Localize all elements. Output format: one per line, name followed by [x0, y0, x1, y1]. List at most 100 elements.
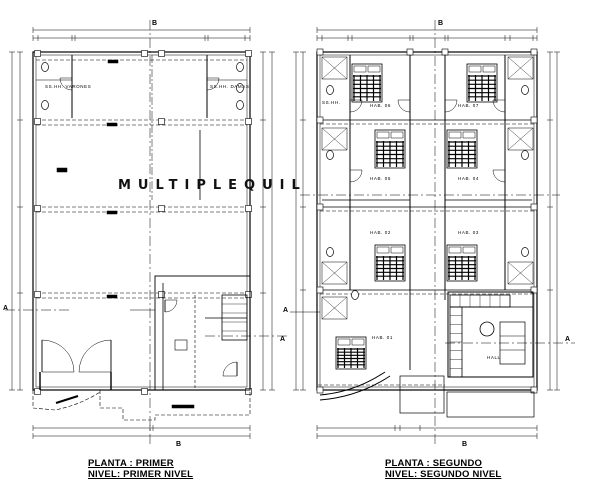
shower-x: [321, 296, 348, 320]
door-swing: [59, 77, 73, 91]
column: [158, 291, 165, 298]
door-swing: [164, 299, 178, 313]
column: [245, 205, 252, 212]
shower: [507, 261, 534, 285]
toilet-icon: [521, 150, 529, 160]
beam-tag: [107, 59, 119, 64]
stair-up: [174, 339, 188, 351]
column: [158, 118, 165, 125]
column: [141, 50, 148, 57]
shower: [321, 296, 348, 320]
door-swing: [222, 361, 238, 377]
door-swing: [78, 339, 112, 373]
pillow: [376, 246, 390, 254]
door-swing: [349, 99, 363, 113]
outer-wall: [32, 51, 251, 391]
inner-wall: [35, 54, 248, 388]
room-label-ss-hh: SS.HH.: [322, 100, 341, 105]
room-label-hab-02: HAB. 02: [370, 230, 391, 235]
room-label-hab-06: HAB. 06: [370, 103, 391, 108]
door-swing: [492, 169, 506, 183]
section-marker-b-top-left: B: [152, 20, 157, 27]
column: [34, 291, 41, 298]
column: [530, 48, 538, 56]
pillow: [367, 65, 381, 73]
room-label-hab-03: HAB. 03: [458, 230, 479, 235]
toilet-icon: [326, 247, 334, 257]
shower: [321, 127, 348, 151]
column: [316, 116, 324, 124]
column: [530, 286, 538, 294]
shower: [507, 127, 534, 151]
section-marker-b-bottom-right: B: [462, 441, 467, 448]
column: [406, 48, 414, 56]
shower: [507, 56, 534, 80]
column: [245, 118, 252, 125]
section-marker-a-left: A: [3, 305, 8, 312]
room-label-hab-05: HAB. 05: [370, 176, 391, 181]
section-marker-b-top-right: B: [438, 20, 443, 27]
beam-tag: [106, 294, 118, 299]
plan-title-first: PLANTA : PRIMER: [88, 458, 174, 469]
room-label-hall: HALL: [487, 355, 501, 360]
balcony-curve: [319, 371, 391, 401]
toilet-icon: [351, 290, 359, 300]
hall-room: [447, 291, 534, 378]
column: [530, 116, 538, 124]
pillow: [482, 65, 496, 73]
pillow: [448, 131, 462, 139]
terrace: [446, 391, 535, 418]
section-marker-a-right: A: [565, 336, 570, 343]
pillow: [448, 246, 462, 254]
shower-x: [321, 56, 348, 80]
shower-x: [321, 261, 348, 285]
stair-room: [154, 275, 251, 391]
pillow: [462, 246, 476, 254]
toilet-icon: [236, 83, 244, 93]
column: [141, 388, 148, 395]
toilet-icon: [236, 100, 244, 110]
shower: [321, 261, 348, 285]
stair: [221, 294, 248, 341]
balcony: [399, 375, 445, 414]
section-marker-b-bottom-left: B: [176, 441, 181, 448]
door-swing: [397, 99, 411, 113]
plan-level-first: NIVEL: PRIMER NIVEL: [88, 469, 194, 480]
plan-title-second: PLANTA : SEGUNDO: [385, 458, 483, 469]
toilet-icon: [326, 150, 334, 160]
toilet-icon: [326, 85, 334, 95]
room-label-hab-07: HAB. 07: [458, 103, 479, 108]
column: [245, 388, 252, 395]
pillow: [351, 338, 365, 346]
column: [441, 48, 449, 56]
room-label-ss-hh-damas: SS.HH. DAMAS: [210, 84, 249, 89]
column: [34, 50, 41, 57]
pillow: [390, 246, 404, 254]
column: [316, 48, 324, 56]
pillow: [353, 65, 367, 73]
column: [158, 50, 165, 57]
plan-second-floor: [290, 20, 575, 445]
column: [316, 386, 324, 394]
plant-icon: [479, 321, 495, 337]
beam-tag: [56, 167, 68, 173]
column: [530, 203, 538, 211]
toilet-icon: [41, 100, 49, 110]
pillow: [462, 131, 476, 139]
outer-wall: [316, 51, 538, 391]
shower-x: [507, 127, 534, 151]
column: [245, 291, 252, 298]
shower-x: [507, 261, 534, 285]
column: [34, 118, 41, 125]
beam-tag: [106, 210, 118, 215]
room-label-hab-04: HAB. 04: [458, 176, 479, 181]
column: [245, 50, 252, 57]
column: [34, 205, 41, 212]
door-swing: [206, 77, 220, 91]
column: [34, 388, 41, 395]
beam-tag: [171, 404, 195, 409]
toilet-icon: [41, 62, 49, 72]
shower-x: [321, 127, 348, 151]
pillow: [390, 131, 404, 139]
